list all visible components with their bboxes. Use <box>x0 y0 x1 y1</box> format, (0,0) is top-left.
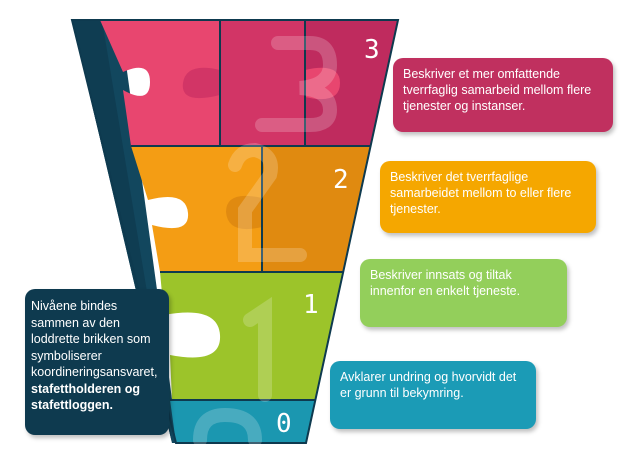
note-bold-log: stafettloggen. <box>31 398 113 412</box>
level-3-piece-right <box>305 20 398 146</box>
level-3-text: Beskriver et mer omfattende tverrfaglig … <box>403 67 592 113</box>
level-1-segment <box>160 272 343 400</box>
note-text: Nivåene bindes sammen av den loddrette b… <box>31 299 158 379</box>
level-2-description: Beskriver det tverrfaglige samarbeidet m… <box>380 161 596 233</box>
level-0-segment <box>170 400 315 443</box>
level-0-description: Avklarer undring og hvorvidt det er grun… <box>330 361 536 429</box>
level-2-number: 2 <box>333 165 349 195</box>
level-0-text: Avklarer undring og hvorvidt det er grun… <box>340 370 517 400</box>
coordination-note: Nivåene bindes sammen av den loddrette b… <box>25 289 169 435</box>
level-1-description: Beskriver innsats og tiltak innenfor en … <box>360 259 567 327</box>
level-2-text: Beskriver det tverrfaglige samarbeidet m… <box>390 170 572 216</box>
level-1-text: Beskriver innsats og tiltak innenfor en … <box>370 268 521 298</box>
level-1-number: 1 <box>303 290 319 320</box>
level-3-piece-middle <box>182 20 305 146</box>
note-join: og <box>124 381 141 396</box>
level-3-number: 3 <box>364 35 380 65</box>
level-0-number: 0 <box>276 409 292 439</box>
level-3-description: Beskriver et mer omfattende tverrfaglig … <box>393 58 613 132</box>
note-bold-holder: stafettholderen <box>31 381 122 396</box>
